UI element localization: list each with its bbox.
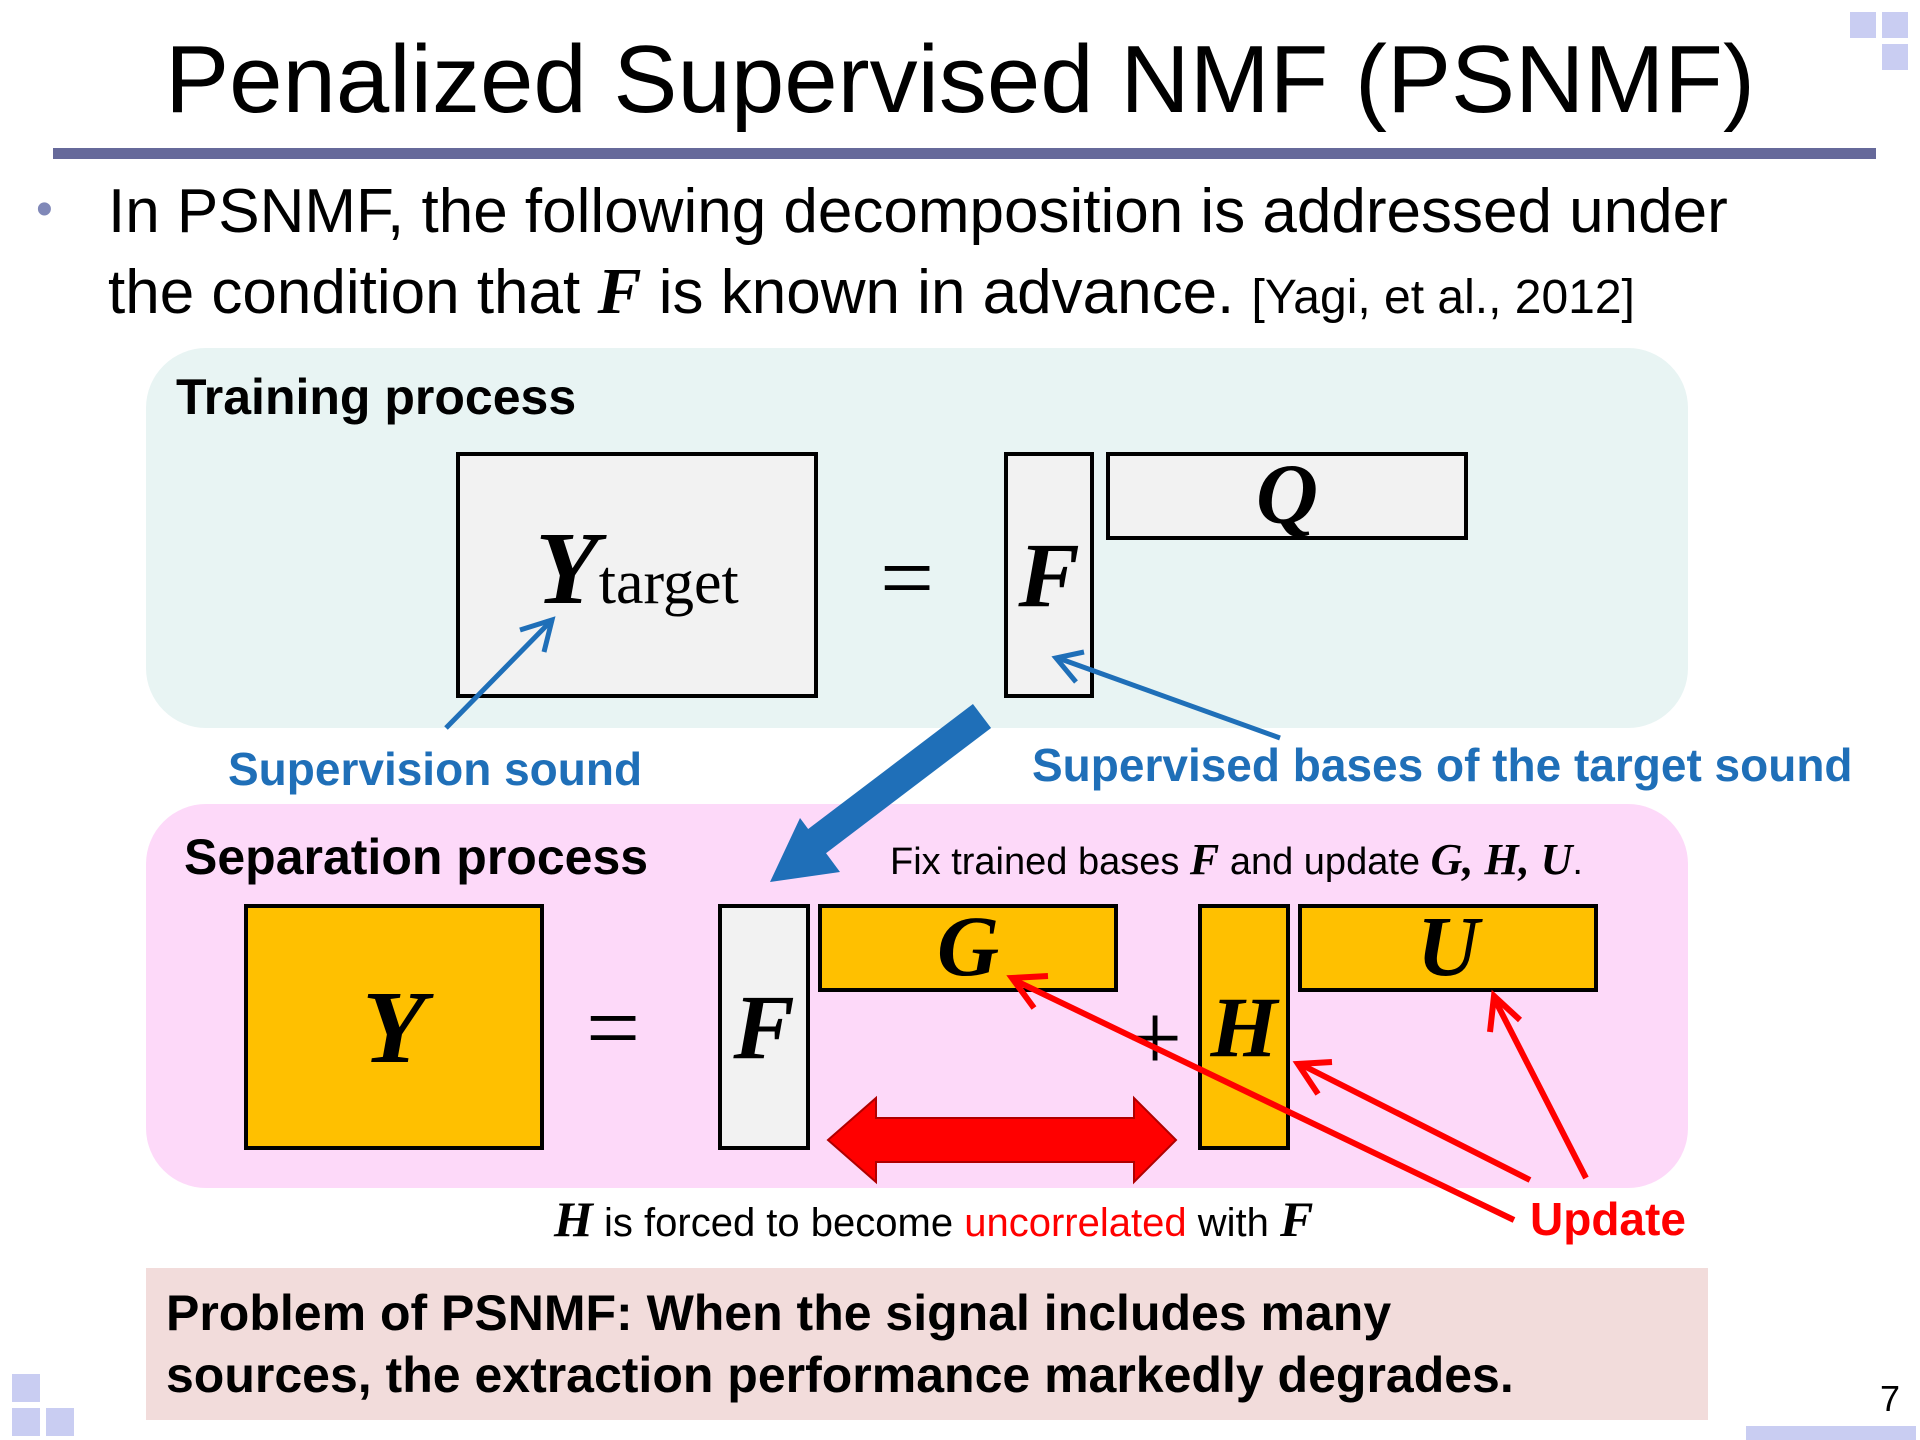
arrowhead-supervised-bases <box>1051 649 1085 684</box>
arrowhead-update-u <box>1487 989 1523 1033</box>
separation-note-end: . <box>1572 841 1583 883</box>
arrow-supervised-bases <box>1057 655 1281 741</box>
corner-decoration-square <box>46 1408 74 1436</box>
separation-note: Fix trained bases F and update G, H, U. <box>890 834 1583 885</box>
constraint-uncorrelated: uncorrelated <box>964 1201 1187 1245</box>
arrow-update-g <box>1012 977 1516 1223</box>
arrowhead-transfer-bases <box>770 818 840 882</box>
bullet-line-1: In PSNMF, the following decomposition is… <box>108 172 1728 252</box>
update-label: Update <box>1530 1193 1686 1245</box>
y-target-symbol: Y <box>535 510 599 626</box>
training-header: Training process <box>176 369 577 425</box>
corner-decoration-bar <box>1746 1426 1916 1440</box>
separation-header: Separation process <box>184 829 649 885</box>
matrix-y: Y <box>244 904 544 1150</box>
training-equals: = <box>880 524 935 631</box>
y-target-subscript: target <box>598 548 739 617</box>
arrowhead-update-g <box>1006 973 1049 1010</box>
problem-box: Problem of PSNMF: When the signal includ… <box>146 1268 1708 1420</box>
slide-title: Penalized Supervised NMF (PSNMF) <box>165 26 1755 133</box>
arrowhead-update-h <box>1292 1059 1333 1096</box>
bullet-line-1-text: In PSNMF, the following decomposition is… <box>108 177 1728 246</box>
supervision-sound-label: Supervision sound <box>228 743 643 795</box>
corner-decoration-square <box>1882 44 1908 70</box>
citation: [Yagi, et al., 2012] <box>1251 271 1635 324</box>
arrow-uncorrelated-double <box>826 1095 1178 1185</box>
constraint-post: with <box>1186 1201 1280 1245</box>
arrowhead-supervision-sound <box>519 616 556 653</box>
separation-note-pre: Fix trained bases <box>890 841 1190 883</box>
corner-decoration-square <box>1850 12 1876 38</box>
arrow-update-h <box>1298 1061 1532 1183</box>
bullet-line-2-post: is known in advance. <box>641 258 1252 327</box>
constraint-pre: is forced to become <box>592 1201 965 1245</box>
separation-note-vars: G, H, U <box>1430 835 1573 884</box>
separation-equals: = <box>586 974 641 1081</box>
arrow-transfer-bases <box>798 704 992 860</box>
u-symbol: U <box>1416 898 1480 994</box>
f-training-symbol: F <box>1018 524 1080 626</box>
matrix-g: G <box>818 898 1118 994</box>
f-separation-symbol: F <box>733 976 795 1078</box>
y-symbol: Y <box>362 969 426 1085</box>
matrix-f-training: F <box>1004 452 1094 698</box>
matrix-q: Q <box>1106 446 1468 542</box>
supervised-bases-label: Supervised bases of the target sound <box>1032 739 1853 791</box>
constraint-var-f: F <box>1279 1191 1314 1247</box>
corner-decoration-square <box>12 1408 40 1436</box>
separation-note-mid: and update <box>1219 841 1431 883</box>
corner-decoration-square <box>1882 12 1908 38</box>
title-rule <box>53 148 1876 159</box>
matrix-y-target-label: Ytarget <box>535 509 739 628</box>
bullet-line-2: the condition that F is known in advance… <box>108 252 1635 338</box>
separation-note-var-f: F <box>1189 835 1220 884</box>
arrow-update-u <box>1491 996 1589 1180</box>
matrix-u: U <box>1298 898 1598 994</box>
q-symbol: Q <box>1255 446 1319 542</box>
matrix-h: H <box>1198 904 1290 1150</box>
g-symbol: G <box>936 898 1000 994</box>
problem-line-2: sources, the extraction performance mark… <box>166 1347 1514 1403</box>
constraint-var-h: H <box>554 1191 593 1247</box>
arrow-supervision-sound <box>444 620 552 730</box>
h-symbol: H <box>1210 979 1278 1075</box>
bullet-var-f: F <box>597 255 642 328</box>
bullet-line-2-pre: the condition that <box>108 258 598 327</box>
corner-decoration-square <box>12 1374 40 1402</box>
page-number: 7 <box>1880 1378 1901 1419</box>
problem-line-1: Problem of PSNMF: When the signal includ… <box>166 1285 1392 1341</box>
constraint-note: H is forced to become uncorrelated with … <box>554 1190 1313 1248</box>
matrix-f-separation: F <box>718 904 810 1150</box>
bullet-mark: • <box>36 183 53 236</box>
